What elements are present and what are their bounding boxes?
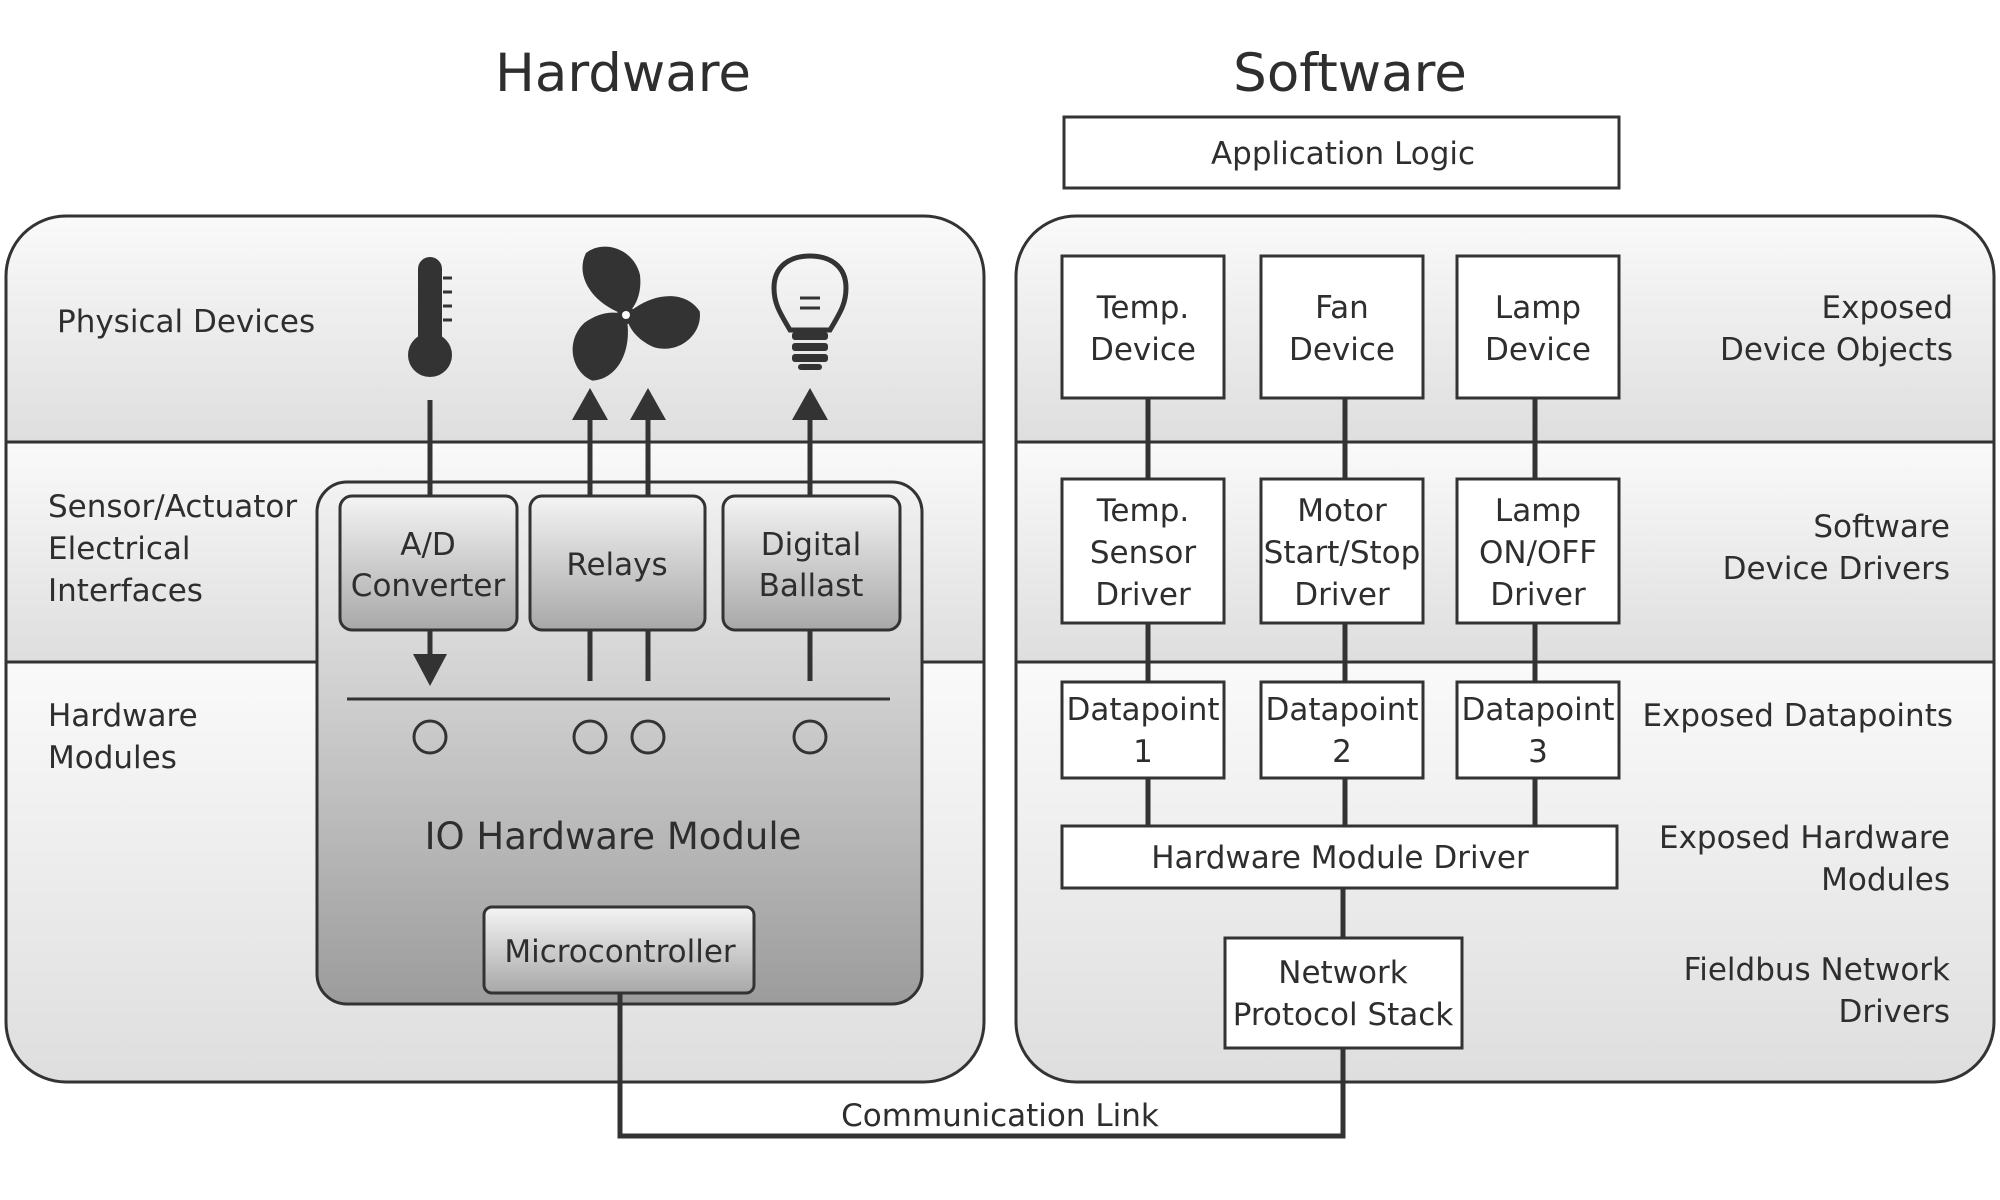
application-logic-label: Application Logic: [1211, 136, 1475, 172]
hardware-module-driver-block: [1060, 824, 1619, 890]
io-point-circle: [630, 719, 666, 755]
fan-icon: [572, 246, 700, 381]
datapoint-1-line1: Datapoint: [1066, 692, 1219, 728]
motor-start-stop-driver: [1259, 477, 1425, 625]
datapoint-2-block: [1259, 680, 1425, 780]
thermometer-icon: [408, 257, 452, 377]
sensor-actuator-label-line2: Electrical: [48, 531, 190, 567]
motor-driver-line2: Start/Stop: [1264, 535, 1421, 571]
ad-converter-line1: A/D: [400, 527, 456, 563]
exposed-datapoints-label: Exposed Datapoints: [1642, 698, 1953, 734]
digital-ballast-block: [721, 494, 902, 632]
sensor-actuator-label-line3: Interfaces: [48, 573, 203, 609]
lamp-driver-line2: ON/OFF: [1479, 535, 1597, 571]
lamp-on-off-driver: [1455, 477, 1621, 625]
hardware-title: Hardware: [495, 43, 751, 104]
temp-device-line1: Temp.: [1096, 290, 1189, 326]
light-bulb-icon: [771, 253, 849, 370]
temp-device-line2: Device: [1090, 332, 1196, 368]
exposed-hardware-modules-line1: Exposed Hardware: [1659, 820, 1950, 856]
temp-sensor-driver: [1060, 477, 1226, 625]
fan-device-line1: Fan: [1315, 290, 1369, 326]
arrow-up-icon: [572, 388, 608, 420]
lamp-driver-line1: Lamp: [1495, 493, 1581, 529]
digital-ballast-line1: Digital: [761, 527, 862, 563]
exposed-hardware-modules-line2: Modules: [1821, 862, 1950, 898]
temp-sensor-driver-line3: Driver: [1095, 577, 1191, 613]
io-point-circle: [412, 719, 448, 755]
fieldbus-network-drivers-line1: Fieldbus Network: [1684, 952, 1950, 988]
relays-block: [528, 494, 707, 632]
datapoint-2-line1: Datapoint: [1265, 692, 1418, 728]
datapoint-1-line2: 1: [1133, 734, 1153, 770]
datapoint-1-block: [1060, 680, 1226, 780]
software-title: Software: [1233, 43, 1467, 104]
lamp-device-object: [1455, 254, 1621, 400]
physical-devices-label: Physical Devices: [57, 304, 315, 340]
ad-converter-block: [338, 494, 519, 632]
communication-link-line: [617, 993, 1346, 1139]
microcontroller-label: Microcontroller: [504, 934, 736, 970]
application-logic-block: [1062, 115, 1621, 190]
hardware-modules-label-line1: Hardware: [48, 698, 198, 734]
arrow-up-icon: [630, 388, 666, 420]
arrow-up-icon: [792, 388, 828, 420]
lamp-device-line1: Lamp: [1495, 290, 1581, 326]
motor-driver-line1: Motor: [1297, 493, 1387, 529]
temp-sensor-driver-line2: Sensor: [1090, 535, 1197, 571]
ad-converter-line2: Converter: [351, 568, 506, 604]
communication-link-label: Communication Link: [841, 1098, 1159, 1134]
hardware-modules-label-line2: Modules: [48, 740, 177, 776]
hardware-panel: Physical Devices Sensor/Actuator Electri…: [4, 214, 986, 1084]
software-panel: Application Logic Temp. Device Fan Devic…: [1014, 115, 1996, 1084]
datapoint-3-block: [1455, 680, 1621, 780]
datapoint-3-line1: Datapoint: [1461, 692, 1614, 728]
exposed-device-objects-line1: Exposed: [1822, 290, 1953, 326]
software-device-drivers-line2: Device Drivers: [1723, 551, 1950, 587]
exposed-device-objects-line2: Device Objects: [1720, 332, 1953, 368]
temp-device-object: [1060, 254, 1226, 400]
fan-device-line2: Device: [1289, 332, 1395, 368]
relays-label: Relays: [566, 547, 667, 583]
io-point-circle: [792, 719, 828, 755]
temp-sensor-driver-line1: Temp.: [1096, 493, 1189, 529]
digital-ballast-line2: Ballast: [759, 568, 864, 604]
lamp-driver-line3: Driver: [1490, 577, 1586, 613]
datapoint-3-line2: 3: [1528, 734, 1548, 770]
fan-device-object: [1259, 254, 1425, 400]
network-stack-line1: Network: [1278, 955, 1407, 991]
datapoint-2-line2: 2: [1332, 734, 1352, 770]
io-point-circle: [572, 719, 608, 755]
sensor-actuator-label-line1: Sensor/Actuator: [48, 489, 297, 525]
fieldbus-network-drivers-line2: Drivers: [1838, 994, 1950, 1030]
hardware-module-driver-label: Hardware Module Driver: [1151, 840, 1529, 876]
lamp-device-line2: Device: [1485, 332, 1591, 368]
network-stack-line2: Protocol Stack: [1233, 997, 1454, 1033]
software-device-drivers-line1: Software: [1813, 509, 1950, 545]
network-protocol-stack-block: [1223, 936, 1464, 1050]
arrow-down-icon: [413, 654, 447, 686]
motor-driver-line3: Driver: [1294, 577, 1390, 613]
io-hardware-module-label: IO Hardware Module: [425, 815, 802, 858]
